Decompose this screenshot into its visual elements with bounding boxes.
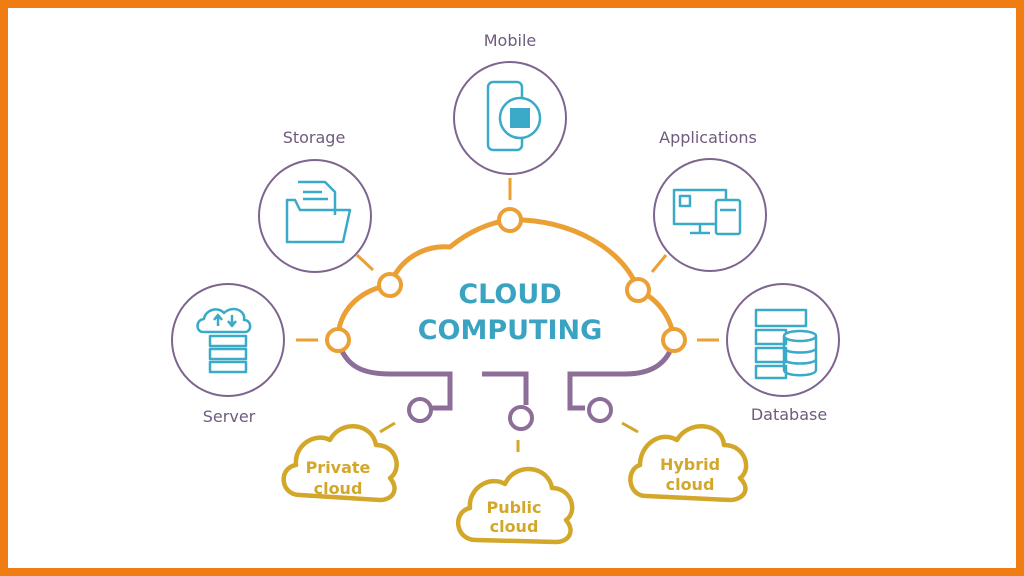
cloud-server-icon — [196, 307, 252, 374]
private-cloud-line2: cloud — [314, 479, 363, 498]
connector-hybrid — [621, 421, 639, 434]
database-icon — [754, 308, 818, 380]
hybrid-cloud: Hybrid cloud — [628, 424, 749, 503]
connector-storage — [355, 253, 375, 272]
branch-hybrid — [567, 339, 677, 411]
public-cloud: Public cloud — [455, 466, 575, 545]
node-public — [508, 405, 534, 431]
title-line2: COMPUTING — [418, 315, 603, 346]
mobile-icon — [486, 80, 542, 152]
label-applications: Applications — [659, 128, 757, 147]
title-line1: CLOUD — [458, 279, 561, 310]
private-cloud-line1: Private — [306, 458, 371, 477]
node-storage — [377, 272, 403, 298]
public-cloud-line2: cloud — [490, 517, 539, 536]
node-database — [661, 327, 687, 353]
public-cloud-line1: Public — [486, 498, 541, 517]
node-hybrid — [587, 397, 613, 423]
private-cloud: Private cloud — [281, 424, 399, 503]
applications-ring — [653, 158, 767, 272]
label-database: Database — [751, 405, 827, 424]
storage-ring — [258, 159, 372, 273]
node-server — [325, 327, 351, 353]
connector-private — [379, 421, 396, 434]
node-private — [407, 397, 433, 423]
connector-applications — [650, 254, 668, 273]
node-applications — [625, 277, 651, 303]
node-top — [497, 207, 523, 233]
hybrid-cloud-line2: cloud — [666, 475, 715, 494]
devices-icon — [672, 188, 742, 236]
server-ring — [171, 283, 285, 397]
label-storage: Storage — [283, 128, 346, 147]
label-server: Server — [203, 407, 256, 426]
label-mobile: Mobile — [484, 31, 536, 50]
folder-icon — [285, 180, 352, 244]
branch-public — [482, 371, 529, 405]
branch-private — [335, 339, 453, 411]
hybrid-cloud-line1: Hybrid — [660, 455, 720, 474]
